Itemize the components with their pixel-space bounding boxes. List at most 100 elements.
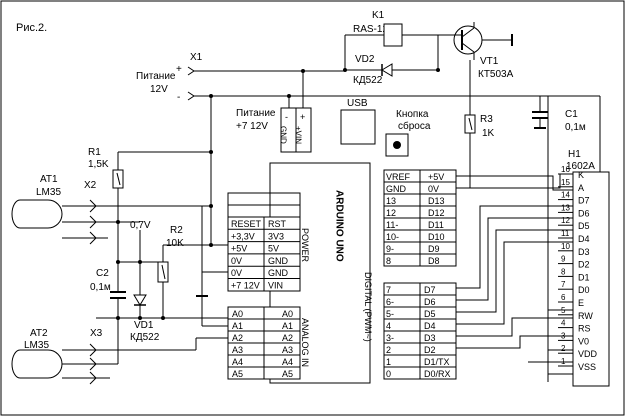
vd1-part: КД522 [130, 332, 160, 343]
digital-pin-left: 8 [386, 256, 391, 266]
voltage-label: 0,7V [130, 220, 151, 231]
junction-dot [436, 68, 440, 72]
transistor-vt1-body [453, 25, 483, 55]
lcd-pin-name: RW [578, 311, 593, 321]
junction-dot [116, 220, 120, 224]
r2-value: 10K [166, 238, 184, 249]
diode-vd2-symbol [381, 63, 393, 77]
relay-k1-coil [383, 23, 403, 47]
lcd-pin-name: E [578, 298, 584, 308]
junction-dot [287, 94, 291, 98]
junction-dot [138, 316, 142, 320]
digital-pin-right: D1/TX [424, 357, 450, 367]
transistor-vt1-collector [461, 27, 475, 38]
vd2-part: КД522 [353, 75, 383, 86]
resistor-r2-mark [161, 264, 166, 280]
junction-dot [209, 94, 213, 98]
lcd-pin-number: 7 [561, 280, 566, 289]
arduino-power-label: POWER [300, 228, 310, 263]
digital-pin-left: 10- [386, 232, 399, 242]
vd1-ref: VD1 [134, 320, 154, 331]
digital-pin-right: D3 [424, 333, 436, 343]
digital-pin-right: D2 [424, 345, 436, 355]
power-pin-right: 3V3 [268, 231, 284, 241]
r2-ref: R2 [170, 225, 183, 236]
digital-pin-right: D13 [428, 196, 445, 206]
lcd-pin-name: K [578, 170, 584, 180]
wire [470, 175, 573, 191]
analog-pin-left: A5 [232, 369, 243, 379]
power-pin-left: +3,3V [231, 231, 255, 241]
junction-dot [209, 243, 213, 247]
lcd-pin-number: 11 [561, 229, 570, 238]
power-pin-left: +5V [231, 244, 247, 254]
lcd-pin-name: VSS [578, 362, 596, 372]
power-pin-right: GND [268, 268, 289, 278]
digital-pin-right: D7 [424, 285, 436, 295]
analog-pin-left: A0 [232, 309, 243, 319]
vd2-ref: VD2 [355, 54, 375, 65]
digital-pin-right: D11 [428, 220, 444, 230]
analog-pin-left: A3 [232, 345, 243, 355]
junction-dot [209, 204, 213, 208]
lcd-pin-name: D5 [578, 221, 590, 231]
wire [456, 317, 573, 337]
wire [456, 335, 573, 349]
digital-to-lcd-wires [456, 96, 573, 382]
lcd-pin-name: D7 [578, 196, 590, 206]
digital-pin-left: GND [386, 184, 407, 194]
junction-dot [161, 316, 165, 320]
wire [456, 241, 573, 325]
r3-value: 1K [482, 128, 495, 139]
power-jack-gnd: GND [279, 126, 288, 144]
digital-pin-right: D5 [424, 309, 436, 319]
r3-ref: R3 [480, 114, 493, 125]
digital-pin-left: 6- [386, 297, 394, 307]
digital-pin-left: 1 [386, 357, 391, 367]
r1-ref: R1 [88, 147, 101, 158]
lcd-pin-number: 9 [561, 255, 566, 264]
lcd-module [572, 171, 610, 387]
digital-pin-left: 5- [386, 309, 394, 319]
digital-pin-right: 0V [428, 184, 439, 194]
power-pin-right: RST [268, 219, 287, 229]
lcd-pin-name: D6 [578, 208, 590, 218]
digital-pin-left: 13 [386, 196, 396, 206]
sensor-at1-body [11, 199, 63, 229]
power-pin-right: 5V [268, 244, 279, 254]
at2-part: LM35 [24, 340, 49, 351]
lcd-pin-name: RS [578, 324, 591, 334]
arduino-analog-label: ANALOG IN [300, 318, 310, 367]
reset-label-line2: сброса [398, 120, 431, 132]
digital-pin-left: 4 [386, 321, 391, 331]
digital-pin-right: D6 [424, 297, 436, 307]
x2-ref: X2 [84, 180, 97, 191]
usb-port [340, 109, 376, 145]
lcd-pin-number: 13 [561, 203, 570, 212]
x1-connector-plus [187, 66, 195, 76]
analog-pin-right: A5 [282, 369, 293, 379]
digital-pin-right: D12 [428, 208, 445, 218]
lcd-pin-name: D2 [578, 260, 590, 270]
lcd-pin-number: 14 [561, 191, 570, 200]
power-pin-left: +7 12V [231, 281, 260, 291]
lcd-pin-name: V0 [578, 336, 589, 346]
at1-part: LM35 [36, 187, 61, 198]
x1-minus: - [177, 92, 180, 103]
digital-pin-right: +5V [428, 172, 444, 182]
analog-pin-right: A2 [282, 333, 293, 343]
analog-pin-left: A2 [232, 333, 243, 343]
power-pin-right: GND [268, 256, 289, 266]
h1-part: 1602A [566, 161, 595, 172]
lcd-pin-number: 15 [561, 178, 570, 187]
analog-pin-right: A0 [282, 309, 293, 319]
power-jack-label-line1: Питание [236, 108, 276, 119]
arduino-title: ARDUINO UNO [334, 190, 345, 262]
digital-pin-right: D4 [424, 321, 436, 331]
junction-dot [301, 69, 305, 73]
digital-pin-left: 3- [386, 333, 394, 343]
at1-ref: AT1 [40, 174, 58, 185]
power-jack-label-line2: +7 12V [236, 121, 268, 132]
